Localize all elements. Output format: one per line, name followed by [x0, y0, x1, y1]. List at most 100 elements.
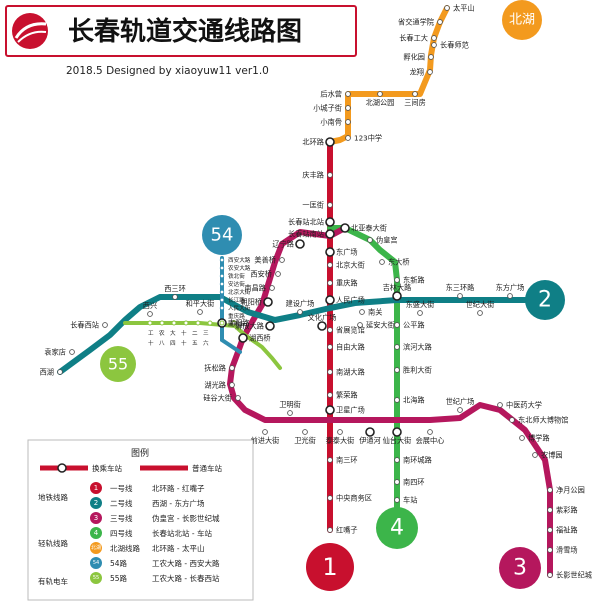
svg-text:3: 3: [513, 556, 527, 581]
tram54-station-marker: [219, 281, 225, 287]
station-label-xisanhuan: 西三环: [164, 284, 186, 293]
tram55-station-label: 十: [181, 329, 187, 337]
station-label-wenhuaguangchang: 文化广场: [308, 313, 337, 322]
tram55-station-marker: [171, 320, 177, 326]
station-marker-jingyuegongyuan: [547, 487, 553, 493]
station-marker-longxiang: [427, 69, 433, 75]
legend-cat-metro: 地铁线路: [38, 492, 68, 502]
station-label-123zhongxue: 123中学: [354, 134, 382, 143]
station-label-beihaigelu: 北海路: [403, 396, 425, 405]
badge-line-4: 4: [376, 507, 418, 549]
station-label-weimanhuang: 伪皇宫: [376, 236, 398, 245]
station-label-nanhu: 南关: [368, 308, 382, 317]
station-label-dongfangguangchang: 东方广场: [496, 283, 525, 292]
station-marker-yuanjiadian: [69, 349, 75, 355]
station-label-zhongyangshangwu: 中央商务区: [336, 494, 372, 503]
legend-line-name: 一号线: [110, 483, 133, 493]
station-marker-liaoninglu: [295, 239, 305, 249]
station-label-guizuodalu: 硅谷大街: [203, 394, 232, 403]
station-label-houshuiying: 后水营: [320, 90, 342, 99]
station-label-xixing: 西兴: [143, 301, 157, 310]
station-marker-nansihuan: [394, 479, 400, 485]
station-label-dongsanhuanlu: 东三环路: [446, 283, 475, 292]
station-marker-beijingdajie: [327, 262, 333, 268]
station-marker-fuyuan: [229, 365, 235, 371]
station-marker-boxueluo: [519, 435, 525, 441]
station-label-changchunzhanbei: 长春站北站: [288, 218, 324, 227]
station-marker-taiping: [444, 5, 450, 11]
station-label-taiping: 太平山: [453, 4, 475, 13]
tram55-station-marker: [231, 320, 237, 326]
station-marker-changchunxizhan: [102, 322, 108, 328]
tram55-station-marker: [195, 320, 201, 326]
legend-normal: 普通车站: [192, 463, 222, 473]
tram55-station-label: 十: [181, 339, 187, 347]
station-marker-fuhuayuan: [428, 54, 434, 60]
station-label-shengzhengfu: 省展览馆: [336, 326, 365, 335]
station-label-yikuangjie: 一匡街: [302, 201, 324, 210]
station-label-fuzhilu: 福祉路: [556, 526, 578, 535]
legend-swatch-3: [90, 512, 102, 524]
station-marker-qianjindajie: [262, 429, 268, 435]
tram-55: [123, 321, 282, 370]
legend-swatch-number: 55: [93, 575, 99, 581]
station-label-huguanglu: 湖光路: [204, 381, 226, 390]
station-marker-renminguangchang: [325, 295, 335, 305]
station-marker-dongdaqiao: [379, 259, 385, 265]
station-label-ziyuanlu: 紫彩路: [556, 506, 578, 515]
tram55-station-marker: [219, 320, 225, 326]
station-marker-huguanglu: [229, 382, 235, 388]
tram55-station-marker: [147, 320, 153, 326]
station-marker-jilindalu: [392, 291, 402, 301]
svg-text:4: 4: [390, 516, 404, 541]
legend-swatch-4: [90, 527, 102, 539]
station-label-beihugongyuan: 北湖公园: [366, 98, 395, 107]
station-label-shengli: 胜利大街: [403, 366, 432, 375]
station-marker-dongshengdajie: [417, 310, 423, 316]
legend-line-range: 伪皇宫 - 长影世纪城: [152, 513, 220, 523]
svg-text:1: 1: [322, 553, 337, 581]
station-label-yiwantong: 伊通河: [359, 436, 381, 445]
line-2: [57, 294, 528, 375]
station-marker-fanrongle: [327, 392, 333, 398]
badge-tram-54: 54: [202, 215, 242, 255]
legend-swatch-number: 北湖: [91, 544, 101, 551]
station-marker-changchunzhannan: [325, 229, 335, 239]
station-marker-fuzhilu: [547, 527, 553, 533]
station-label-weixingguangchang: 卫星广场: [336, 406, 365, 415]
station-label-huxiqiao: 湖西桥: [249, 334, 271, 343]
station-markers: [57, 5, 553, 578]
station-marker-shijidajie: [477, 310, 483, 316]
station-label-dongdaqiao: 东大桥: [388, 258, 410, 267]
legend-cat-light: 轻轨线路: [38, 538, 68, 548]
station-marker-xiantai: [392, 427, 402, 437]
station-marker-huizhan: [427, 429, 433, 435]
station-label-shijidajie: 世纪大街: [466, 300, 495, 309]
station-marker-qingfenglu: [327, 172, 333, 178]
station-label-dongxinlu: 东新路: [403, 276, 425, 285]
station-marker-huxiqiao: [238, 333, 248, 343]
station-marker-weixingguangchang: [325, 405, 335, 415]
station-marker-shengjiaotong: [437, 19, 443, 25]
badge-line-2: 2: [525, 280, 565, 320]
station-label-chaoyangqiao: 朝阳桥: [240, 298, 262, 307]
legend-swatch-1: [90, 482, 102, 494]
station-marker-heping: [197, 309, 203, 315]
station-label-nanyanglu: 南阳路: [228, 319, 250, 328]
station-label-changyingshiji: 长影世纪城: [556, 571, 592, 580]
map-subtitle: 2018.5 Designed by xiaoyuw11 ver1.0: [66, 65, 269, 77]
station-marker-meirenqiao: [279, 257, 285, 263]
station-marker-yanan: [357, 322, 363, 328]
station-marker-nanhu: [359, 309, 365, 315]
station-label-binghelu: 滨河大路: [403, 343, 432, 352]
legend-swatch-6: [90, 557, 102, 569]
tram55-station-label: 大: [170, 329, 176, 337]
station-label-nanhuanchengye: 南环城路: [403, 456, 432, 465]
tram54-station-label: 重庆路: [228, 312, 245, 320]
station-label-nansanhuan: 南三环: [336, 456, 358, 465]
tram54-station-label: 农安大路: [228, 264, 251, 272]
station-marker-dongsanhuanlu: [457, 293, 463, 299]
station-marker-xihu: [57, 369, 63, 375]
